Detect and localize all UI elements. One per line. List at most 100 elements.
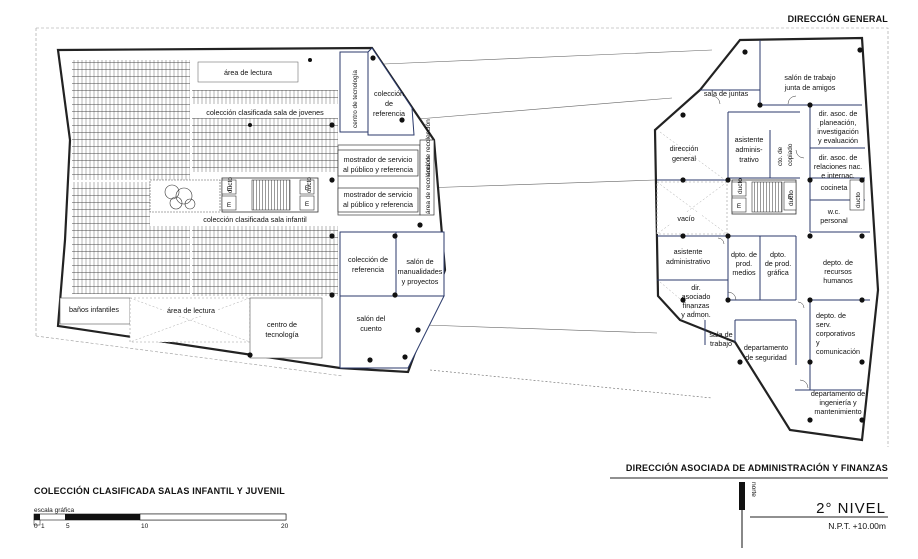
- label-asistente-admin-1: asistente: [735, 135, 764, 144]
- label-dir-planeacion-1: dir. asoc. de: [819, 109, 858, 118]
- shelving-zone-infantil: [192, 226, 338, 296]
- north-label: norte: [750, 482, 757, 497]
- label-serv-corp-2: serv.: [816, 320, 831, 329]
- label-manualidades-1: salón de: [406, 257, 433, 266]
- label-copiado-2: copiado: [787, 143, 794, 166]
- label-coleccion-ref-mid-2: referencia: [352, 265, 384, 274]
- label-elev-1: E: [227, 202, 232, 209]
- label-sala-juntas: sala de juntas: [704, 89, 749, 98]
- label-serv-corp-3: corporativos: [816, 329, 856, 338]
- label-area-lectura-top: área de lectura: [224, 68, 272, 77]
- label-prod-grafica-3: gráfica: [767, 268, 789, 277]
- label-dir-finanzas-3: finanzas: [683, 301, 710, 310]
- label-ducto-1: ducto: [227, 177, 234, 193]
- label-mostrador-2a: mostrador de servicio: [344, 190, 413, 199]
- level-elevation: N.P.T. +10.00m: [828, 521, 886, 531]
- label-coleccion-ref-top-1: colección: [374, 89, 404, 98]
- label-elev-3: E: [305, 201, 310, 208]
- label-salon-cuento-2: cuento: [360, 324, 382, 333]
- left-building: [56, 46, 447, 374]
- label-dir-finanzas-4: y admon.: [681, 310, 711, 319]
- label-salon-trabajo-2: junta de amigos: [784, 83, 836, 92]
- north-indicator: norte: [739, 482, 757, 548]
- label-coleccion-ref-top-3: referencia: [373, 109, 405, 118]
- header-direccion-general: DIRECCIÓN GENERAL: [788, 13, 889, 24]
- label-manualidades-2: manualidades: [398, 267, 443, 276]
- label-elev-2: E: [305, 185, 310, 192]
- label-prod-grafica-2: de prod.: [765, 259, 791, 268]
- label-dir-planeacion-2: planeación,: [820, 118, 857, 127]
- label-coleccion-jovenes: colección clasificada sala de jovenes: [206, 108, 324, 117]
- label-asistente-admin2-2: administrativo: [666, 257, 710, 266]
- label-ducto-r3: ducto: [855, 192, 862, 208]
- label-prod-grafica-1: dpto.: [770, 250, 786, 259]
- label-dir-finanzas-1: dir.: [691, 283, 701, 292]
- label-serv-corp-4: y: [816, 338, 820, 347]
- label-salon-cuento-1: salón del: [357, 314, 386, 323]
- label-ducto-r1: ducto: [737, 178, 744, 194]
- scale-label: escala gráfica: [34, 507, 74, 514]
- label-vacio: vacío: [677, 214, 694, 223]
- left-columns: [247, 55, 423, 363]
- scale-tick-10: 10: [141, 523, 149, 530]
- label-direccion-general-2: general: [672, 154, 696, 163]
- scale-tick-5: 5: [66, 523, 70, 530]
- label-centro-tecnologia-1: centro de: [267, 320, 297, 329]
- level-title: 2° NIVEL: [816, 500, 886, 517]
- label-serv-corp-1: depto. de: [816, 311, 846, 320]
- label-wc-1: w.c.: [827, 207, 840, 216]
- label-coleccion-infantil: colección clasificada sala infantil: [203, 215, 307, 224]
- label-area-recoleccion-2: área de recolección: [425, 157, 432, 214]
- shelving-zone-upper-left: [72, 60, 190, 180]
- right-building: [653, 36, 880, 442]
- label-prod-medios-2: prod.: [736, 259, 752, 268]
- label-mostrador-1b: al público y referencia: [343, 165, 413, 174]
- site-boundary: [35, 27, 889, 447]
- label-ingenieria-3: mantenimiento: [814, 407, 861, 416]
- scale-tick-20: 20: [281, 523, 289, 530]
- label-elev-r2: E: [788, 194, 793, 201]
- graphic-scale: escala gráfica 0 1 5 10 20: [33, 507, 289, 530]
- label-wc-2: personal: [820, 216, 848, 225]
- shelving-zone-juvenile: [192, 90, 338, 172]
- label-seguridad-2: de seguridad: [745, 353, 787, 362]
- label-asistente-admin2-1: asistente: [674, 247, 703, 256]
- right-columns: [680, 47, 865, 423]
- label-seguridad-1: departamento: [744, 343, 788, 352]
- label-coleccion-ref-top-2: de: [385, 99, 393, 108]
- label-centro-tecnologia-2: tecnología: [265, 330, 298, 339]
- label-elev-r1: E: [737, 203, 742, 210]
- header-direccion-asociada: DIRECCIÓN ASOCIADA DE ADMINISTRACIÓN Y F…: [626, 462, 888, 473]
- label-coleccion-ref-mid-1: colección de: [348, 255, 388, 264]
- label-elev-4: E: [227, 186, 232, 193]
- label-prod-medios-3: medios: [732, 268, 756, 277]
- label-recursos-humanos-2: recursos: [824, 267, 852, 276]
- label-ducto-2: ducto: [306, 177, 313, 193]
- scale-tick-0: 0: [34, 523, 38, 530]
- scale-tick-1: 1: [41, 523, 45, 530]
- label-dir-planeacion-4: y evaluación: [818, 136, 858, 145]
- label-dir-finanzas-2: asociado: [682, 292, 711, 301]
- label-salon-trabajo-1: salón de trabajo: [784, 73, 835, 82]
- label-recursos-humanos-1: depto. de: [823, 258, 853, 267]
- label-area-lectura-bottom: área de lectura: [167, 306, 215, 315]
- label-dir-planeacion-3: investigación: [817, 127, 859, 136]
- label-dir-relaciones-1: dir. asoc. de: [819, 153, 858, 162]
- label-dir-relaciones-3: e internac.: [821, 171, 855, 180]
- label-mostrador-2b: al público y referencia: [343, 200, 413, 209]
- label-ingenieria-1: departamento de: [811, 389, 865, 398]
- label-centro-tecnologia-vertical: centro de tecnología: [352, 70, 359, 128]
- label-area-recoleccion-1: área de recolección: [425, 119, 432, 176]
- tree-icon: [164, 184, 196, 210]
- label-copiado-1: cto. de: [777, 146, 784, 166]
- header-coleccion-salas: COLECCIÓN CLASIFICADA SALAS INFANTIL Y J…: [34, 485, 285, 496]
- label-dir-relaciones-2: relaciones nac.: [814, 162, 862, 171]
- label-manualidades-3: y proyectos: [402, 277, 439, 286]
- label-mostrador-1a: mostrador de servicio: [344, 155, 413, 164]
- label-asistente-admin-2: adminis-: [735, 145, 763, 154]
- label-serv-corp-5: comunicación: [816, 347, 860, 356]
- label-cocineta: cocineta: [821, 183, 848, 192]
- label-banos-infantiles: baños infantiles: [69, 305, 119, 314]
- label-ingenieria-2: ingeniería y: [819, 398, 857, 407]
